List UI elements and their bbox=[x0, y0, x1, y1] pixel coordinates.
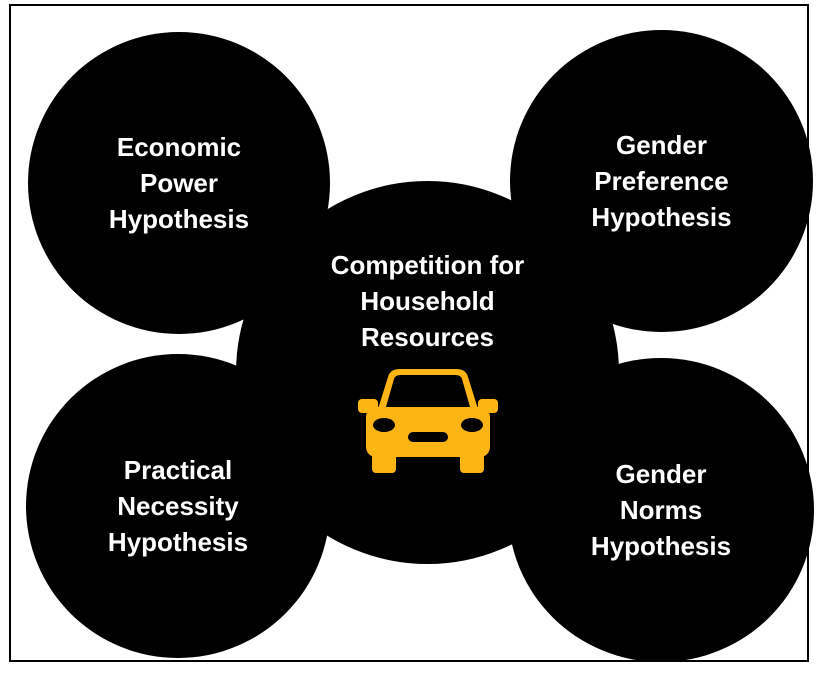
gender-norms-label: Gender Norms Hypothesis bbox=[590, 459, 732, 561]
practical-necessity-label: Practical Necessity Hypothesis bbox=[107, 455, 249, 557]
car-icon bbox=[357, 369, 498, 473]
diagram-frame bbox=[9, 4, 809, 662]
gender-preference-label: Gender Preference Hypothesis bbox=[591, 130, 732, 232]
central-circle: Competition for Household Resources bbox=[236, 181, 619, 564]
central-label: Competition for Household Resources bbox=[330, 250, 525, 352]
gender-preference-circle: Gender Preference Hypothesis bbox=[510, 30, 813, 332]
top-edge bbox=[0, 0, 820, 3]
economic-power-label: Economic Power Hypothesis bbox=[108, 132, 250, 234]
